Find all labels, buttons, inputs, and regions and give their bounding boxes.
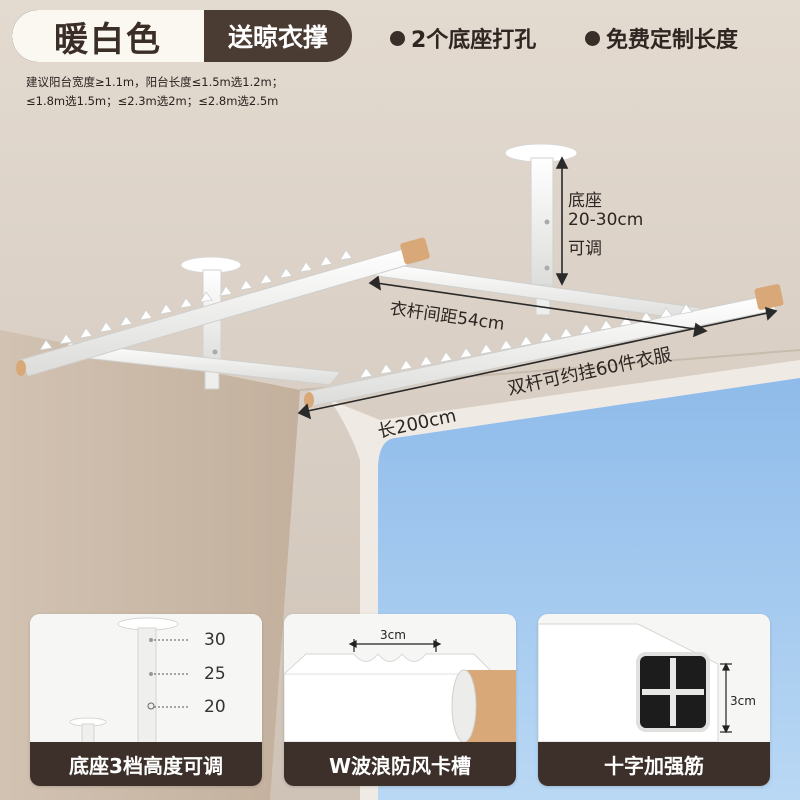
dimension-lines	[297, 156, 778, 420]
tick-20: 20	[204, 697, 226, 717]
slot-width: 3cm	[380, 628, 406, 642]
panel-cross-rib: 3cm 十字加强筋	[538, 614, 770, 786]
panel-caption: 十字加强筋	[538, 742, 770, 786]
bullet-icon	[390, 30, 405, 46]
panel-base-height: 30 25 20 底座3档高度可调	[30, 614, 262, 786]
bullet-icon	[585, 30, 600, 46]
front-rod	[304, 284, 784, 408]
feature-custom-length: 免费定制长度	[585, 22, 738, 54]
color-badge: 暖白色 送晾衣撑	[12, 10, 352, 62]
gift-label: 送晾衣撑	[227, 23, 328, 52]
base-adjustable: 可调	[568, 239, 602, 259]
tick-25: 25	[204, 664, 226, 684]
advice-line-1: 建议阳台宽度≥1.1m，阳台长度≤1.5m选1.2m；	[26, 75, 284, 89]
panel-wave-slot: 3cm W波浪防风卡槽	[284, 614, 516, 786]
base-label: 底座	[568, 191, 602, 211]
ceiling-mount-right	[504, 143, 578, 316]
wave-slot-illustration	[284, 614, 516, 742]
base-height-illustration	[30, 614, 262, 742]
feature-holes: 2个底座打孔	[390, 22, 536, 54]
panel-caption: W波浪防风卡槽	[284, 742, 516, 786]
panel-caption: 底座3档高度可调	[30, 742, 262, 786]
back-rod	[16, 237, 430, 377]
base-range: 20-30cm	[568, 210, 644, 230]
advice-line-2: ≤1.8m选1.5m；≤2.3m选2m；≤2.8m选2.5m	[26, 94, 279, 108]
cross-rib-illustration	[538, 614, 770, 742]
rib-size: 3cm	[730, 694, 756, 708]
tick-30: 30	[204, 630, 226, 650]
color-name: 暖白色	[12, 10, 204, 62]
